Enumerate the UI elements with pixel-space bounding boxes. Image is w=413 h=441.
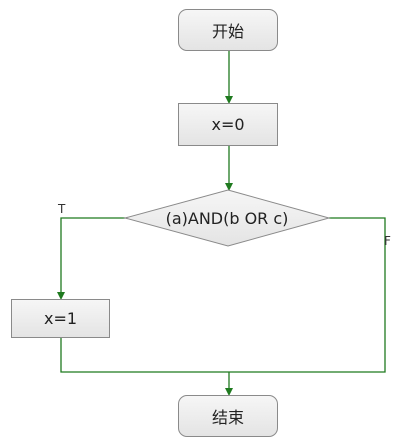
false-branch-label: F xyxy=(384,234,391,248)
start-node: 开始 xyxy=(178,9,278,51)
assign-x1-node: x=1 xyxy=(11,299,110,338)
end-node-label: 结束 xyxy=(211,408,244,427)
condition-diamond xyxy=(123,189,331,247)
true-branch-label: T xyxy=(58,202,66,216)
assign-x1-label: x=1 xyxy=(43,309,78,328)
assign-x0-label: x=0 xyxy=(211,115,245,134)
edge-condition-true-to-assign-x1 xyxy=(57,217,125,300)
edge-condition-false-to-merge xyxy=(229,217,386,373)
start-node-label: 开始 xyxy=(211,22,244,41)
end-node: 结束 xyxy=(178,395,278,437)
condition-node-label: (a)AND(b OR c) xyxy=(165,208,289,228)
edge-assign-x1-to-merge xyxy=(60,338,229,373)
assign-x0-node: x=0 xyxy=(178,103,278,146)
